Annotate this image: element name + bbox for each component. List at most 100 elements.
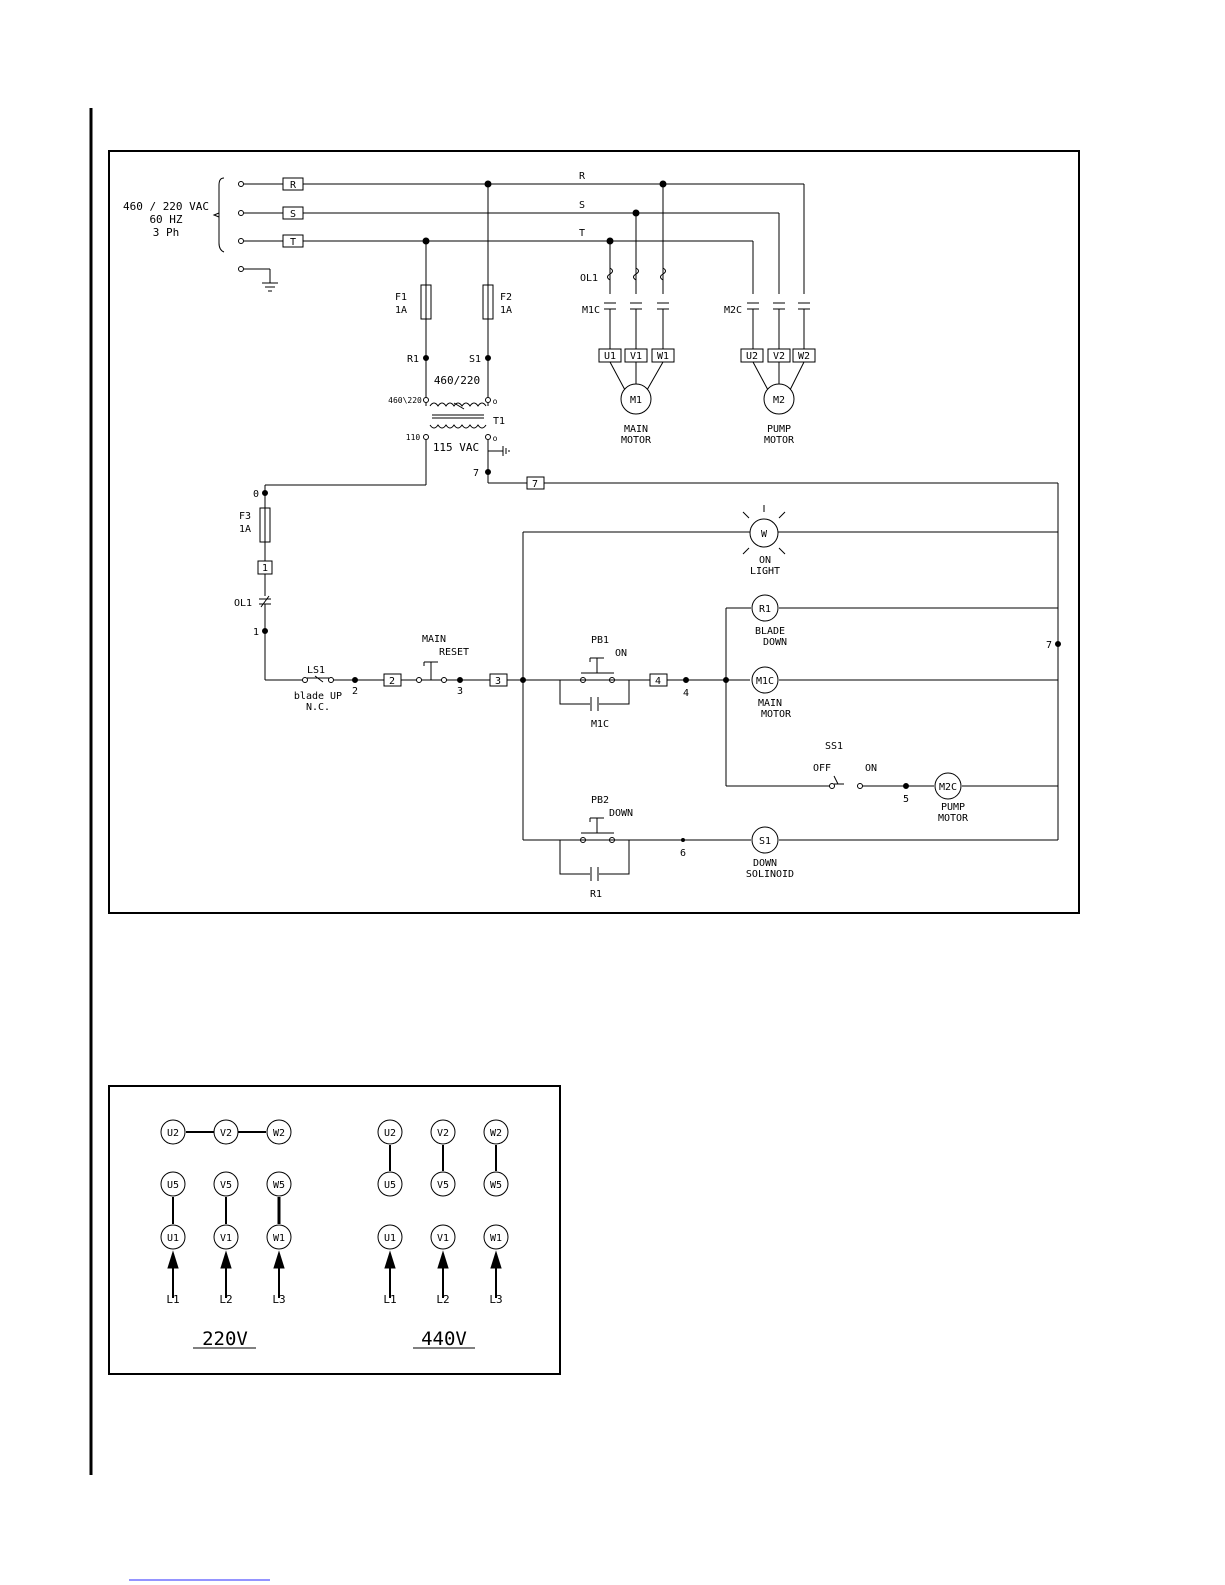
on-light-label-2: LIGHT (750, 566, 780, 577)
node-4-dot (683, 677, 689, 683)
v440-w2-terminal (483, 1119, 509, 1145)
f3-rating: 1A (239, 524, 251, 535)
v440-v2-label: V2 (437, 1128, 449, 1139)
supply-brace-tip (212, 212, 220, 218)
v440-v1-terminal (430, 1224, 456, 1250)
v220-l2-arrow (220, 1250, 232, 1269)
main-terminal-u1-label: U1 (604, 351, 616, 362)
ol1-main-label: OL1 (580, 273, 598, 284)
t1-sec-tap (485, 434, 491, 440)
f1-rating: 1A (395, 305, 407, 316)
t1-tap (485, 397, 491, 403)
pump-motor-lead (752, 361, 769, 391)
schematic-labels: 460 / 220 VAC 60 HZ 3 Ph R S T R S T F1 … (123, 171, 1052, 900)
right-node-7-label: 7 (1046, 640, 1052, 651)
m1c-hold-branch (559, 679, 630, 705)
f3-name: F3 (239, 511, 251, 522)
node-1-dot (262, 628, 268, 634)
v220-v2-label: V2 (220, 1128, 232, 1139)
wire-box-1-label: 1 (262, 563, 268, 574)
ss1-off-label: OFF (813, 763, 831, 774)
supply-phase: 3 Ph (153, 226, 180, 239)
reset-label-2: RESET (439, 647, 469, 658)
m1c-main-label: M1C (582, 305, 600, 316)
ss1-lever (833, 775, 839, 785)
pb1-on-label: ON (615, 648, 627, 659)
v440-w1-label: W1 (490, 1233, 502, 1244)
terminal-r (238, 181, 244, 187)
m1c-coil-label: M1C (756, 676, 774, 687)
t1-node-7: 7 (473, 468, 479, 479)
pb1-label: PB1 (591, 635, 609, 646)
v220-l3-arrow (273, 1250, 285, 1269)
v440-l3-label: L3 (489, 1293, 502, 1306)
m1c-coil (751, 666, 779, 694)
v440-title: 440V (421, 1328, 467, 1350)
v220-u2-terminal (160, 1119, 186, 1145)
t1-r1-label: R1 (407, 354, 419, 365)
schematic-frame (108, 150, 1080, 914)
v440-v5-terminal (430, 1171, 456, 1197)
t1-secondary-o: o (493, 434, 498, 443)
v440-w5-terminal (483, 1171, 509, 1197)
pb2-down-label: DOWN (609, 808, 633, 819)
main-motor-symbol (620, 383, 652, 415)
v220-l1-arrow (167, 1250, 179, 1269)
on-light-label-1: ON (759, 555, 771, 566)
s1-coil-desc-1: DOWN (753, 858, 777, 869)
v440-l2-label: L2 (436, 1293, 449, 1306)
phase-label-t: T (290, 237, 296, 248)
main-terminal-w1-label: W1 (657, 351, 669, 362)
pump-terminal-v2-label: V2 (773, 351, 785, 362)
main-motor-lead (646, 361, 664, 391)
bus-label-t: T (579, 228, 585, 239)
t1-secondary-tap: 110 (406, 433, 421, 442)
node-2-label: 2 (352, 686, 358, 697)
ss1-label: SS1 (825, 741, 843, 752)
pump-motor-symbol-label: M2 (773, 395, 785, 406)
f2-name: F2 (500, 292, 512, 303)
node-6-dot (681, 838, 685, 842)
main-terminal-v1-label: V1 (630, 351, 642, 362)
ol1-heaters (607, 267, 666, 281)
m1c-contacts (604, 294, 669, 314)
pump-motor-lead (789, 361, 805, 391)
node-5-dot (903, 783, 909, 789)
f1-name: F1 (395, 292, 407, 303)
m1c-hold-label: M1C (591, 719, 609, 730)
node-2-dot (352, 677, 358, 683)
m2c-coil-label: M2C (939, 782, 957, 793)
v440-v2-terminal (430, 1119, 456, 1145)
r1-label-1: BLADE (755, 626, 785, 637)
r1-hold-label: R1 (590, 889, 602, 900)
main-motor-label-2: MOTOR (621, 435, 652, 446)
v440-l1-arrow (384, 1250, 396, 1269)
phase-label-s: S (290, 209, 296, 220)
main-motor-lead (609, 361, 626, 391)
node-0-label: 0 (253, 489, 259, 500)
ol1-control-label: OL1 (234, 598, 252, 609)
ls1-desc-1: blade UP (294, 691, 342, 702)
bus-label-s: S (579, 200, 585, 211)
v440-l2-arrow (437, 1250, 449, 1269)
ls1-terminal (302, 677, 308, 683)
terminal-ground (238, 266, 244, 272)
v220-w1-terminal (266, 1224, 292, 1250)
v220-l2-label: L2 (219, 1293, 232, 1306)
t1-primary-coil (429, 402, 487, 407)
v220-w1-label: W1 (273, 1233, 285, 1244)
v220-w5-label: W5 (273, 1180, 285, 1191)
v220-u5-terminal (160, 1171, 186, 1197)
node-5-label: 5 (903, 794, 909, 805)
bus-label-r: R (579, 171, 586, 182)
v220-u2-label: U2 (167, 1128, 179, 1139)
junction-dot (1055, 641, 1061, 647)
m1c-coil-desc-2: MOTOR (761, 709, 792, 720)
main-motor-symbol-label: M1 (630, 395, 642, 406)
r1-label-2: DOWN (763, 637, 787, 648)
wire-box-2-label: 2 (389, 676, 395, 687)
v440-u5-terminal (377, 1171, 403, 1197)
wire-box-7-label: 7 (532, 479, 538, 490)
ls1-desc-2: N.C. (306, 702, 330, 713)
v220-v2-terminal (213, 1119, 239, 1145)
